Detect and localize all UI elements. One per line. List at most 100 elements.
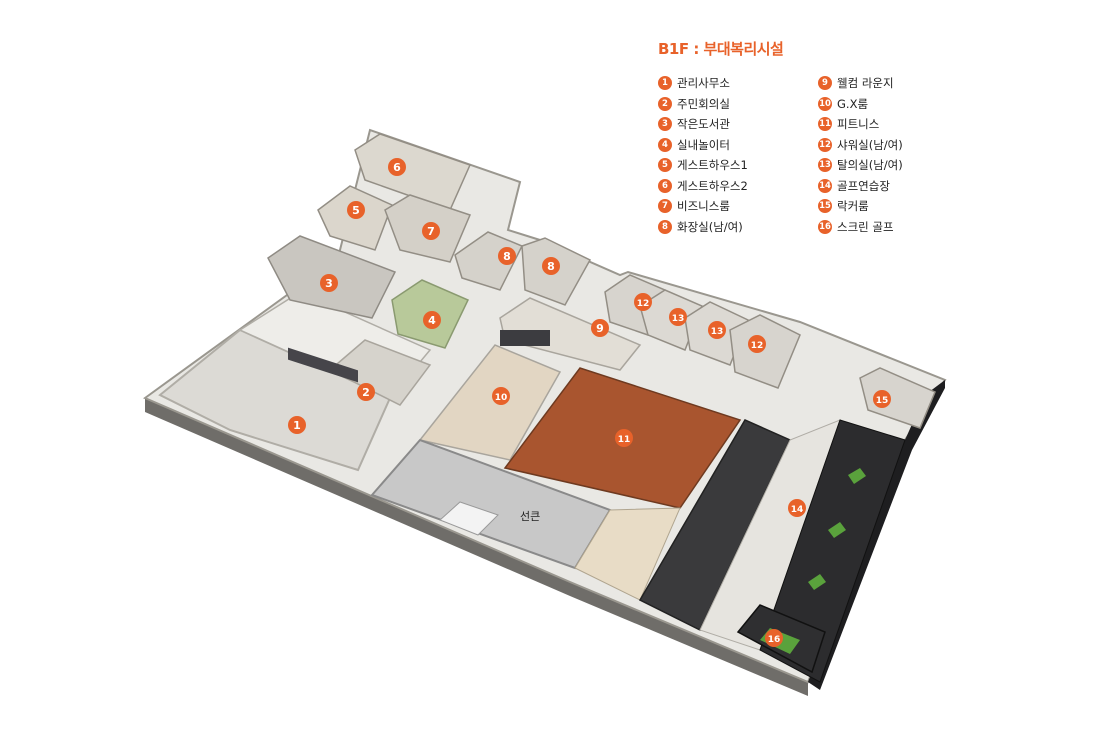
legend-label: 샤워실(남/여) [837,137,903,152]
legend-label: G.X룸 [837,96,869,111]
sunken-label: 선큰 [520,510,540,523]
marker-circle [765,629,783,647]
marker-circle [708,321,726,339]
marker-number: 14 [791,505,804,515]
legend-badge: 13 [818,158,832,173]
marker-number: 16 [768,635,781,645]
legend-item-3: 3 작은도서관 [658,114,818,135]
room-guesthouse-2 [354,133,472,211]
slab-side-left [145,398,570,596]
legend-label: 게스트하우스1 [677,158,748,173]
marker-5: 5 [347,201,365,219]
marker-4: 4 [423,311,441,329]
legend-label: 관리사무소 [677,76,730,91]
marker-11: 11 [615,429,633,447]
marker-number: 10 [495,393,508,403]
legend-badge: 12 [818,137,832,152]
legend-badge: 1 [658,76,672,91]
legend-badge: 4 [658,137,672,152]
marker-10: 10 [492,387,510,405]
marker-circle [347,201,365,219]
legend-badge: 7 [658,199,672,214]
legend-badge: 9 [818,76,832,91]
marker-circle [423,311,441,329]
legend-label: 피트니스 [837,117,880,132]
legend-item-15: 15 락커룸 [818,196,978,217]
room-shower-women [729,314,801,389]
legend-badge: 6 [658,178,672,193]
marker-9: 9 [591,319,609,337]
legend-label: 웰컴 라운지 [837,76,894,91]
legend-badge: 10 [818,96,832,111]
marker-13b: 13 [708,321,726,339]
legend: B1F : 부대복리시설 1 관리사무소 2 주민회의실 3 작은도서관 4 실내놀이터… [658,38,988,237]
marker-12a: 12 [634,293,652,311]
marker-number: 11 [618,435,631,445]
legend-label: 탈의실(남/여) [837,158,903,173]
marker-number: 8 [503,250,511,263]
marker-number: 13 [672,314,685,324]
room-locker [859,367,936,429]
marker-number: 8 [547,260,555,273]
marker-number: 15 [876,396,889,406]
marker-2: 2 [357,383,375,401]
legend-label: 실내놀이터 [677,137,730,152]
legend-badge: 16 [818,219,832,234]
legend-badge: 11 [818,117,832,132]
marker-circle [422,222,440,240]
legend-label: 락커룸 [837,199,869,214]
marker-circle [615,429,633,447]
marker-14: 14 [788,499,806,517]
marker-number: 7 [427,225,435,238]
golf-mat-2 [828,522,846,538]
marker-12b: 12 [748,335,766,353]
legend-item-1: 1 관리사무소 [658,73,818,94]
marker-circle [492,387,510,405]
marker-8b: 8 [542,257,560,275]
legend-badge: 15 [818,199,832,214]
marker-6: 6 [388,158,406,176]
legend-item-13: 13 탈의실(남/여) [818,155,978,176]
legend-label: 게스트하우스2 [677,178,748,193]
marker-number: 9 [596,322,604,335]
legend-item-10: 10 G.X룸 [818,94,978,115]
legend-label: 주민회의실 [677,96,730,111]
legend-label: 화장실(남/여) [677,219,743,234]
marker-number: 5 [352,204,360,217]
legend-item-9: 9 웰컴 라운지 [818,73,978,94]
marker-number: 13 [711,327,724,337]
marker-number: 12 [637,299,650,309]
marker-circle [591,319,609,337]
golf-mat-1 [848,468,866,484]
marker-16: 16 [765,629,783,647]
marker-circle [873,390,891,408]
marker-8a: 8 [498,247,516,265]
marker-number: 3 [325,277,333,290]
room-restroom-men [454,231,524,291]
marker-circle [288,416,306,434]
marker-circle [788,499,806,517]
marker-circle [542,257,560,275]
marker-number: 2 [362,386,370,399]
legend-label: 골프연습장 [837,178,890,193]
library-shelf [288,347,358,383]
legend-label: 작은도서관 [677,117,730,132]
room-management-office [158,328,392,472]
legend-item-4: 4 실내놀이터 [658,135,818,156]
legend-title: B1F : 부대복리시설 [658,40,784,58]
marker-circle [634,293,652,311]
legend-badge: 2 [658,96,672,111]
marker-number: 4 [428,314,436,327]
room-meeting [328,339,432,406]
marker-circle [669,308,687,326]
legend-badge: 3 [658,117,672,132]
slab-side-right [570,582,808,696]
marker-circle [320,274,338,292]
